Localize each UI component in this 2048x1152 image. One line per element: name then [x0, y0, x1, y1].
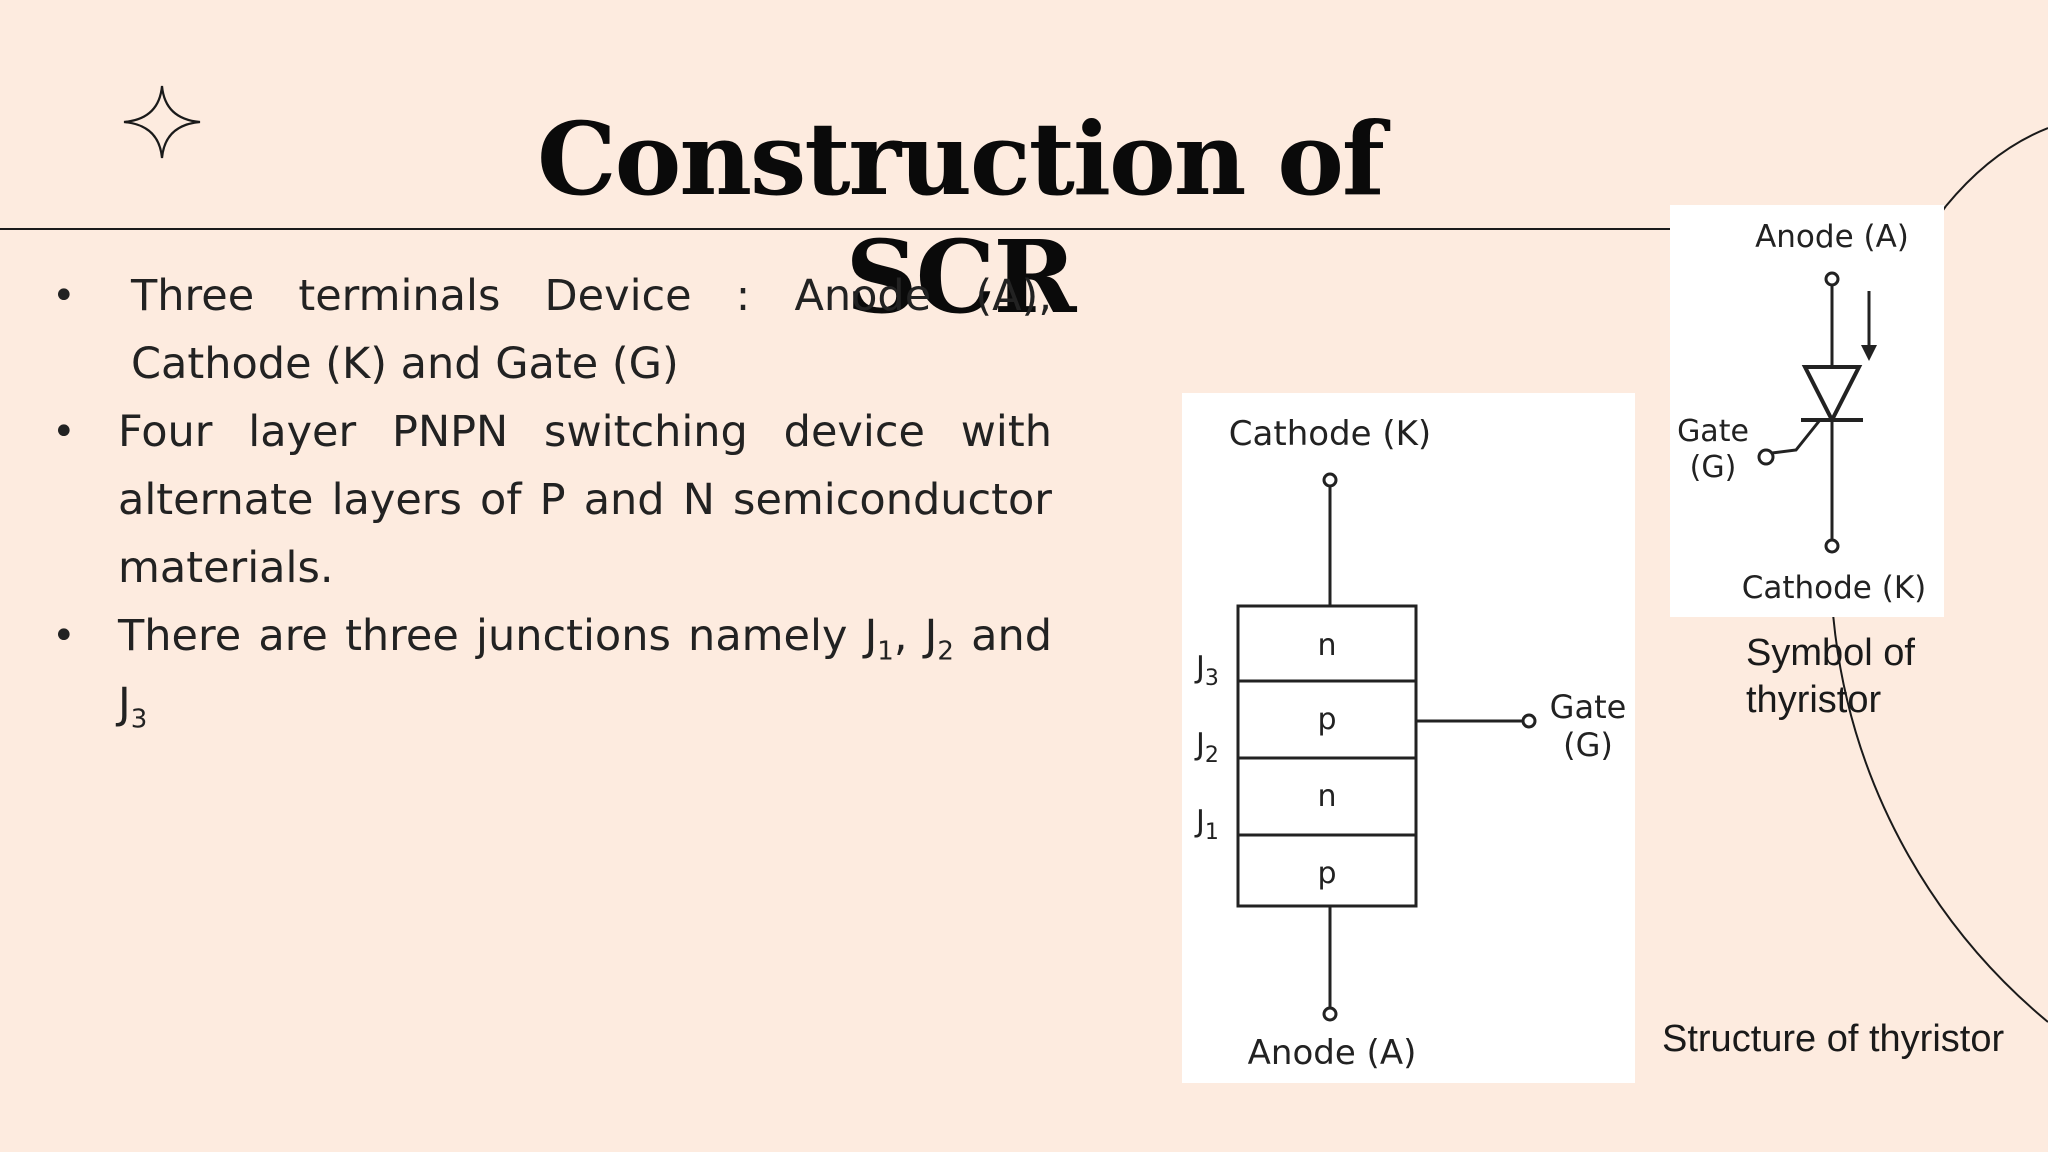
cathode-label: Cathode (K) — [1742, 570, 1927, 606]
anode-label: Anode (A) — [1248, 1033, 1417, 1073]
junction-label: J1 — [1194, 804, 1219, 845]
diode-triangle — [1801, 365, 1863, 425]
layer-label: n — [1317, 779, 1336, 814]
bullet-item: • There are three junctions namely J1, J… — [52, 602, 1052, 738]
anode-terminal — [1824, 271, 1840, 287]
bullet-marker: • — [52, 273, 76, 319]
bullet-text: Four layer PNPN switching device with al… — [118, 407, 1052, 593]
anode-label: Anode (A) — [1755, 219, 1909, 255]
bullet-text: There are three junctions namely J1, J2 … — [118, 611, 1052, 735]
layer-label: p — [1317, 702, 1336, 737]
thyristor-symbol-diagram: Anode (A) Gate (G) Cathode (K) — [1670, 205, 1944, 617]
gate-lead — [1771, 419, 1822, 455]
bullet-list: • Three terminals Device : Anode (A), Ca… — [52, 262, 1052, 738]
junction-label: J2 — [1194, 727, 1219, 768]
page-title: Construction of SCR — [537, 100, 1385, 336]
symbol-caption: Symbol of thyristor — [1746, 632, 1915, 721]
title-divider — [0, 228, 1672, 230]
structure-caption: Structure of thyristor — [1662, 1018, 2005, 1060]
cathode-terminal — [1322, 472, 1338, 488]
bullet-marker: • — [52, 409, 76, 455]
cathode-terminal — [1824, 538, 1840, 554]
thyristor-structure-diagram: Cathode (K) n p n p J3 J2 J1 Gate (G) An… — [1182, 393, 1635, 1083]
layer-label: p — [1317, 856, 1336, 891]
bullet-marker: • — [52, 613, 76, 659]
cathode-label: Cathode (K) — [1229, 414, 1431, 454]
bullet-item: • Three terminals Device : Anode (A), Ca… — [52, 262, 1052, 398]
bullet-text: Three terminals Device : Anode (A), Cath… — [131, 271, 1052, 389]
gate-label: (G) — [1563, 726, 1613, 764]
gate-terminal — [1521, 713, 1537, 729]
bullet-item: • Four layer PNPN switching device with … — [52, 398, 1052, 602]
layer-stack — [1236, 604, 1418, 908]
anode-terminal — [1322, 1006, 1338, 1022]
gate-label: Gate — [1677, 414, 1749, 449]
gate-label: (G) — [1690, 450, 1737, 485]
junction-label: J3 — [1194, 650, 1219, 691]
gate-label: Gate — [1550, 688, 1627, 726]
four-point-star-icon — [123, 85, 201, 159]
gate-terminal — [1757, 448, 1775, 466]
layer-label: n — [1317, 628, 1336, 663]
